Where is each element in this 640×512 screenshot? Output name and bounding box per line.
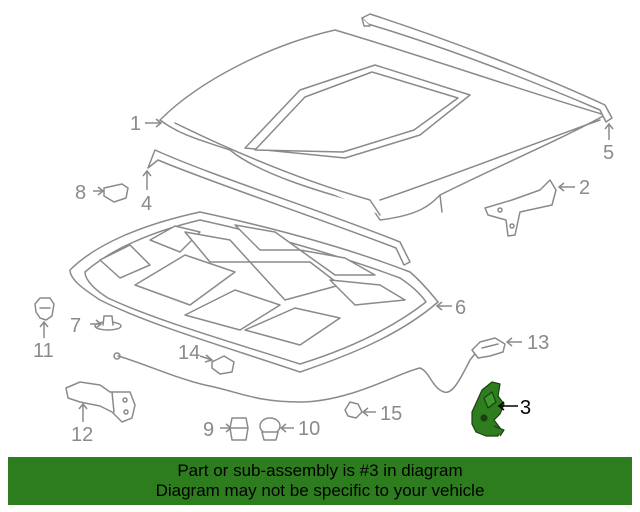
callout-3: 3	[520, 397, 532, 419]
callout-13: 13	[527, 332, 550, 354]
footer-line-2: Diagram may not be specific to your vehi…	[155, 481, 485, 500]
hinge-bracket	[484, 179, 557, 237]
callout-5: 5	[603, 142, 615, 164]
callout-2: 2	[579, 177, 591, 199]
callout-12: 12	[71, 424, 94, 446]
release-cable	[113, 349, 479, 403]
hood-hinge	[65, 381, 136, 423]
callout-6: 6	[455, 297, 467, 319]
retainer	[34, 297, 55, 321]
latch-clip	[344, 401, 363, 419]
callout-9: 9	[203, 419, 215, 441]
callout-1: 1	[130, 113, 142, 135]
parts-diagram	[34, 13, 614, 441]
hood-inner-panel	[69, 211, 439, 373]
callout-11: 11	[33, 340, 54, 362]
cable-clip	[211, 355, 235, 375]
diagram-canvas	[34, 13, 614, 441]
release-handle	[471, 337, 506, 359]
callout-4: 4	[141, 193, 153, 215]
callout-8: 8	[75, 182, 87, 204]
rubber-bumper	[259, 417, 281, 441]
callout-15: 15	[380, 403, 403, 425]
hood-latch-highlight	[471, 381, 505, 437]
hood-rear-seal	[361, 13, 613, 123]
callout-10: 10	[298, 418, 321, 440]
footer-banner: Part or sub-assembly is #3 in diagram Di…	[8, 457, 632, 505]
callout-14: 14	[178, 342, 201, 364]
footer-line-1: Part or sub-assembly is #3 in diagram	[177, 461, 463, 480]
hood-panel	[159, 29, 606, 221]
callout-7: 7	[70, 315, 82, 337]
stud	[229, 417, 249, 441]
bumper-clip	[103, 183, 129, 203]
leader-lines	[39, 118, 614, 433]
hood-front-seal	[147, 149, 411, 266]
